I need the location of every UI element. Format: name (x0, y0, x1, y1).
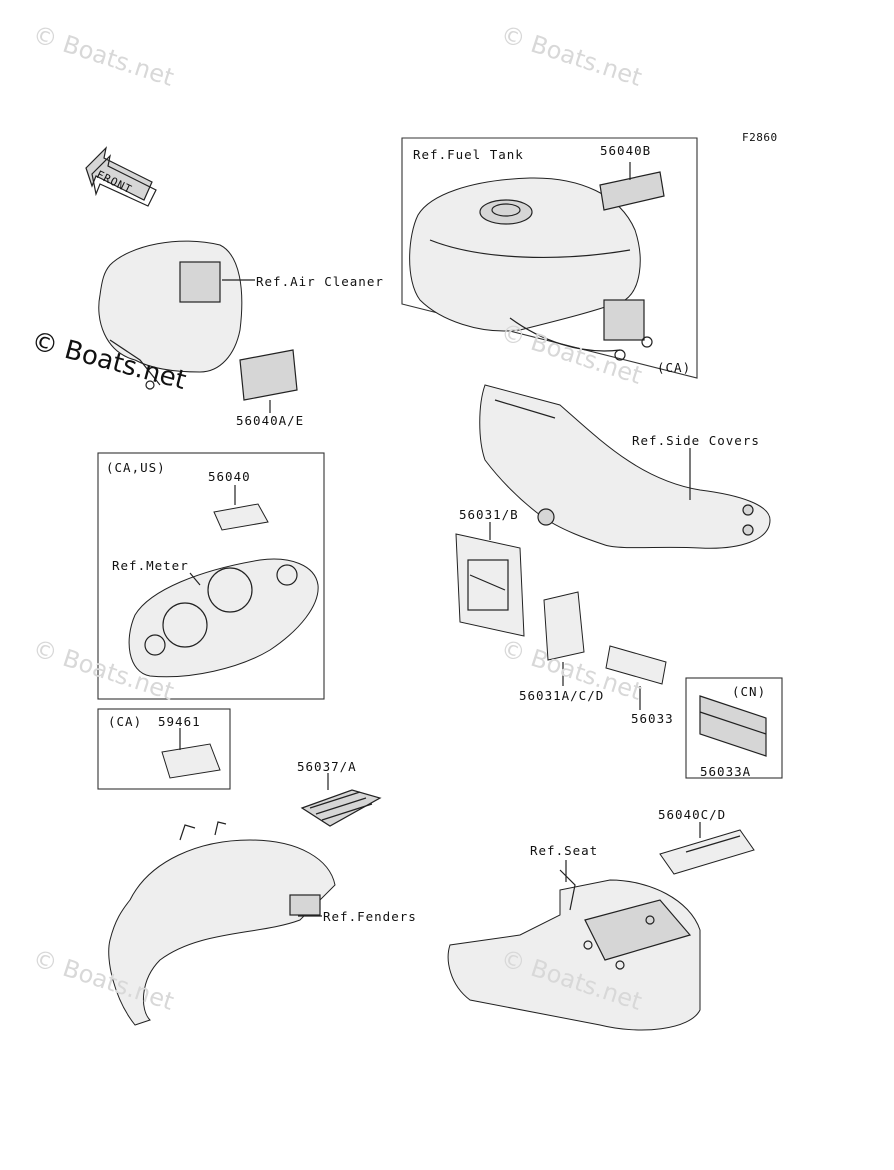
part-56031B-label: 56031/B (459, 507, 519, 522)
part-56037A-label: 56037/A (297, 759, 357, 774)
region-ca-small: (CA) (108, 714, 143, 729)
region-cn: (CN) (732, 684, 767, 699)
ref-side-covers-label: Ref.Side Covers (632, 433, 760, 448)
part-56040B-label: 56040B (600, 143, 652, 158)
figure-code: F2860 (742, 131, 778, 144)
part-56040-label: 56040 (208, 469, 251, 484)
part-59461-label: 59461 (158, 714, 201, 729)
part-56040AE-label: 56040A/E (236, 413, 305, 428)
decal-56040CD-shape (659, 829, 755, 875)
region-ca-fuel-tank: (CA) (657, 360, 692, 375)
part-56033-label: 56033 (631, 711, 674, 726)
meter-box (97, 452, 325, 700)
part-56031ACD-label: 56031A/C/D (519, 688, 605, 703)
ref-seat-label: Ref.Seat (530, 843, 599, 858)
decal-56040AE-shape (239, 349, 298, 401)
cn-box (685, 677, 783, 779)
ref-meter-label: Ref.Meter (112, 558, 189, 573)
decal-59461-shape (161, 743, 221, 779)
side-cover-drawing (479, 384, 771, 549)
decal-56033A-shape (699, 695, 767, 757)
region-ca-us: (CA,US) (106, 460, 166, 475)
ref-air-cleaner-label: Ref.Air Cleaner (256, 274, 384, 289)
decal-56031ACD-shape (543, 591, 585, 661)
decal-56040B-shape (599, 171, 665, 211)
decal-56037A-shape (300, 789, 382, 827)
small-ca-box (97, 708, 231, 790)
ref-fenders-label: Ref.Fenders (323, 909, 417, 924)
front-arrow-icon (85, 146, 157, 207)
fuel-tank-box (401, 137, 698, 379)
decal-56031B-shape (455, 533, 525, 637)
ref-fuel-tank-label: Ref.Fuel Tank (413, 147, 524, 162)
fuel-tank-drawing (409, 177, 653, 361)
part-56033A-label: 56033A (700, 764, 752, 779)
decal-56040-shape (213, 503, 269, 531)
air-cleaner-drawing (98, 240, 243, 390)
part-56040CD-label: 56040C/D (658, 807, 727, 822)
fender-drawing (108, 821, 336, 1026)
seat-drawing (447, 869, 701, 1031)
meter-drawing (128, 558, 319, 678)
decal-56033-shape (605, 645, 667, 685)
